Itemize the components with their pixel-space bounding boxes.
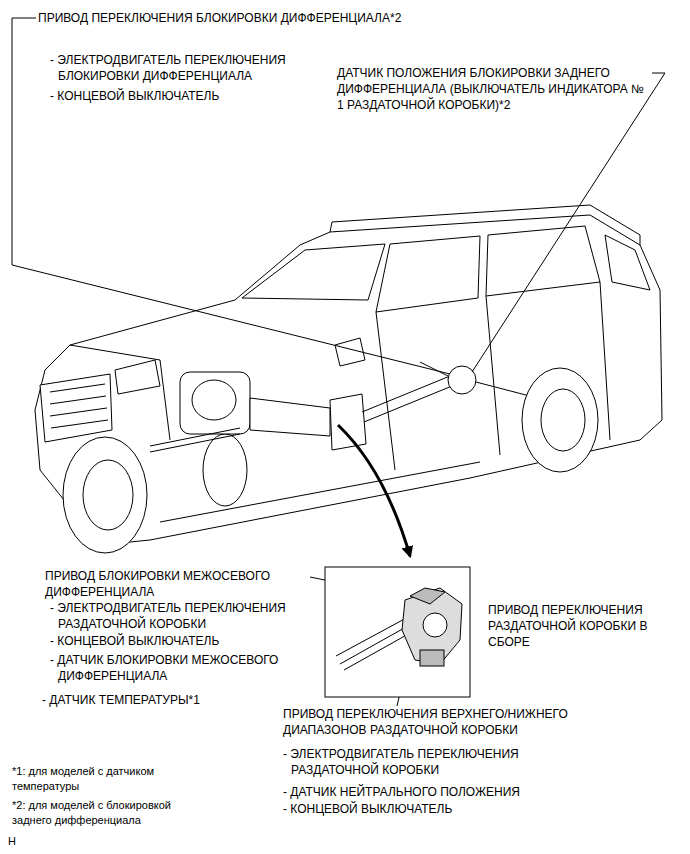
car-body xyxy=(35,205,662,545)
transfer-actuator-inset xyxy=(325,567,470,697)
part-label: ПРИВОД БЛОКИРОВКИ МЕЖОСЕВОГО ДИФФЕРЕНЦИА… xyxy=(45,568,310,600)
part-label: - ЭЛЕКТРОДВИГАТЕЛЬ ПЕРЕКЛЮЧЕНИЯ РАЗДАТОЧ… xyxy=(50,600,313,632)
part-label: ДАТЧИК ПОЛОЖЕНИЯ БЛОКИРОВКИ ЗАДНЕГО ДИФФ… xyxy=(337,65,649,113)
wheels xyxy=(63,368,598,553)
part-label: - ДАТЧИК БЛОКИРОВКИ МЕЖОСЕВОГО ДИФФЕРЕНЦ… xyxy=(50,652,313,684)
footnote: *1: для моделей с датчиком температуры xyxy=(12,764,197,794)
part-label: - КОНЦЕВОЙ ВЫКЛЮЧАТЕЛЬ xyxy=(50,633,250,649)
part-label: ПРИВОД ПЕРЕКЛЮЧЕНИЯ РАЗДАТОЧНОЙ КОРОБКИ … xyxy=(488,602,660,650)
part-label: - ДАТЧИК ТЕМПЕРАТУРЫ*1 xyxy=(42,692,262,708)
part-label: - КОНЦЕВОЙ ВЫКЛЮЧАТЕЛЬ xyxy=(50,88,250,104)
figure-code: H xyxy=(8,834,28,849)
zoom-arrow xyxy=(338,425,410,556)
part-label: - ЭЛЕКТРОДВИГАТЕЛЬ ПЕРЕКЛЮЧЕНИЯ БЛОКИРОВ… xyxy=(50,52,313,84)
part-label: - КОНЦЕВОЙ ВЫКЛЮЧАТЕЛЬ xyxy=(283,801,503,817)
part-label: ПРИВОД ПЕРЕКЛЮЧЕНИЯ ВЕРХНЕГО/НИЖНЕГО ДИА… xyxy=(283,706,593,738)
part-label: - ДАТЧИК НЕЙТРАЛЬНОГО ПОЛОЖЕНИЯ xyxy=(283,784,543,800)
part-label: - ЭЛЕКТРОДВИГАТЕЛЬ ПЕРЕКЛЮЧЕНИЯ РАЗДАТОЧ… xyxy=(283,746,546,778)
footnote: *2: для моделей с блокировкой заднего ди… xyxy=(12,798,197,828)
part-label: ПРИВОД ПЕРЕКЛЮЧЕНИЯ БЛОКИРОВКИ ДИФФЕРЕНЦ… xyxy=(38,10,368,26)
leader-lines xyxy=(12,18,665,706)
